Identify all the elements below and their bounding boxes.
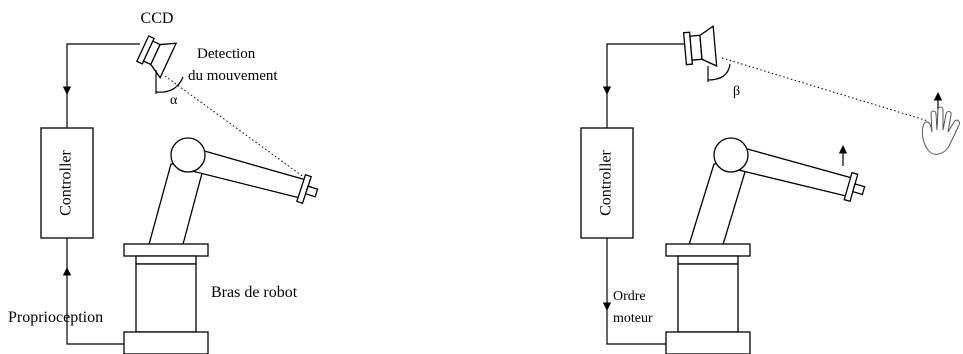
motor-command-wire-lower xyxy=(606,310,666,345)
hand-icon xyxy=(921,106,960,155)
robot-base-top xyxy=(123,243,209,257)
robot-base-foot xyxy=(665,331,751,354)
robot-arm-icon xyxy=(123,137,319,354)
camera-label: CCD xyxy=(141,10,174,27)
robot-arm-icon xyxy=(665,137,866,354)
camera-to-controller-wire xyxy=(62,43,140,95)
controller-box xyxy=(580,127,634,239)
robot-base-collar xyxy=(677,255,739,265)
robot-lower-arm xyxy=(147,161,206,249)
controller-box xyxy=(40,127,94,239)
robot-shoulder-joint xyxy=(170,137,206,173)
robot-lower-arm xyxy=(687,161,749,249)
beta-label: β xyxy=(733,84,740,99)
camera-to-controller-wire xyxy=(602,43,686,95)
robot-base-column xyxy=(677,263,739,333)
robot-gripper xyxy=(296,173,319,205)
robot-shoulder-joint xyxy=(713,137,749,173)
sight-line xyxy=(164,75,306,179)
controller-label: Controller xyxy=(58,149,75,215)
right-panel: Controller β xyxy=(580,24,960,354)
proprioception-wire xyxy=(62,267,124,345)
detection-label-line2: du mouvement xyxy=(188,68,278,84)
alpha-label: α xyxy=(170,93,178,108)
alpha-arc xyxy=(155,76,184,93)
robot-base-column xyxy=(135,263,197,333)
controller-label: Controller xyxy=(598,149,615,215)
beta-arc xyxy=(707,63,731,81)
robot-gripper xyxy=(843,171,866,203)
robot-label: Bras de robot xyxy=(211,284,298,301)
ccd-camera-icon xyxy=(682,24,718,68)
sight-line xyxy=(721,57,929,122)
robot-base-collar xyxy=(135,255,197,265)
command-label-line1: Ordre xyxy=(613,289,646,304)
detection-label-line1: Detection xyxy=(197,46,256,62)
left-panel: Controller CCD Detection du mouvement α xyxy=(8,10,319,354)
robot-base-top xyxy=(665,243,751,257)
ccd-camera-icon xyxy=(135,35,178,79)
robot-base-foot xyxy=(123,331,209,354)
command-label-line2: moteur xyxy=(613,311,653,326)
proprioception-label: Proprioception xyxy=(8,309,103,326)
